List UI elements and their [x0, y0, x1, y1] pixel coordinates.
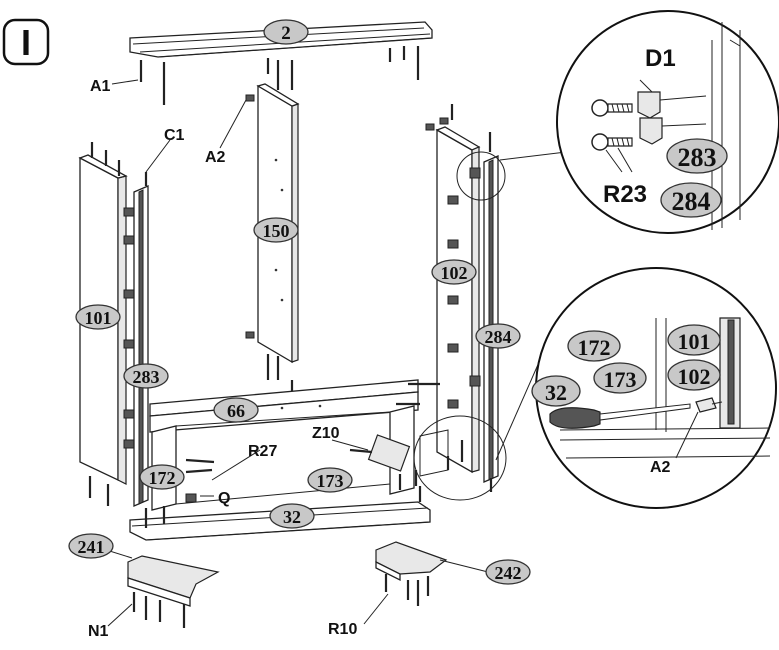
left-rail-283 — [133, 172, 149, 507]
svg-text:173: 173 — [317, 471, 344, 491]
part-pill-32: 32 — [269, 503, 315, 529]
detail-bottom-pill-101: 101 — [667, 324, 721, 356]
svg-text:101: 101 — [678, 329, 711, 354]
top-dowels — [139, 46, 420, 105]
label-c1: C1 — [164, 127, 185, 144]
part-pill-172: 172 — [139, 464, 185, 490]
label-r10: R10 — [328, 621, 357, 638]
label-d1: D1 — [645, 45, 676, 72]
svg-text:172: 172 — [578, 335, 611, 360]
svg-text:101: 101 — [85, 308, 112, 328]
part-pill-241: 241 — [68, 533, 114, 559]
part-pill-66: 66 — [213, 397, 259, 423]
svg-text:32: 32 — [545, 380, 567, 405]
detail-bottom-pill-173: 173 — [593, 362, 647, 394]
part-pill-2: 2 — [263, 19, 309, 45]
detail-bottom-pill-102: 102 — [667, 359, 721, 391]
leader-lines — [99, 79, 567, 627]
svg-text:284: 284 — [672, 187, 711, 216]
step-label: I — [21, 22, 31, 63]
svg-text:173: 173 — [604, 367, 637, 392]
detail-top-pill-284: 284 — [660, 182, 722, 218]
detail-bottom-pill-32: 32 — [531, 375, 581, 407]
svg-text:242: 242 — [495, 563, 522, 583]
callout-circle-bottom — [413, 415, 507, 501]
left-panel-hardware — [123, 207, 135, 449]
right-rail-284 — [483, 155, 499, 492]
svg-text:102: 102 — [441, 263, 468, 283]
part-pill-284: 284 — [475, 323, 521, 349]
svg-text:150: 150 — [263, 221, 290, 241]
part-pill-101: 101 — [75, 304, 121, 330]
part-pill-102: 102 — [431, 259, 477, 285]
detail-top-pill-283: 283 — [666, 138, 728, 174]
svg-text:241: 241 — [78, 537, 105, 557]
right-side-panel — [425, 104, 492, 474]
label-a2-top: A2 — [205, 149, 226, 166]
svg-text:102: 102 — [678, 364, 711, 389]
label-a2-detail: A2 — [650, 459, 671, 476]
label-q: Q — [218, 490, 230, 507]
svg-text:2: 2 — [281, 23, 291, 44]
plinth-241 — [127, 555, 220, 628]
label-r23: R23 — [603, 181, 647, 208]
part-pill-150: 150 — [253, 217, 299, 243]
middle-panel — [245, 83, 300, 402]
svg-text:172: 172 — [149, 468, 176, 488]
part-pill-242: 242 — [485, 559, 531, 585]
part-pill-173: 173 — [307, 467, 353, 493]
label-n1: N1 — [88, 623, 109, 640]
step-badge: I — [2, 18, 50, 66]
callout-circle-top — [456, 151, 506, 201]
svg-text:32: 32 — [283, 507, 301, 527]
svg-text:283: 283 — [133, 367, 160, 387]
left-panel-pins — [88, 142, 121, 506]
svg-text:283: 283 — [678, 143, 717, 172]
label-a1: A1 — [90, 78, 111, 95]
detail-top — [556, 10, 779, 234]
svg-text:284: 284 — [485, 327, 512, 347]
svg-text:66: 66 — [227, 401, 245, 421]
plinth-242 — [375, 541, 448, 606]
label-r27: R27 — [248, 443, 277, 460]
detail-bottom-pill-172: 172 — [567, 330, 621, 362]
label-z10: Z10 — [312, 425, 340, 442]
part-pill-283: 283 — [123, 363, 169, 389]
